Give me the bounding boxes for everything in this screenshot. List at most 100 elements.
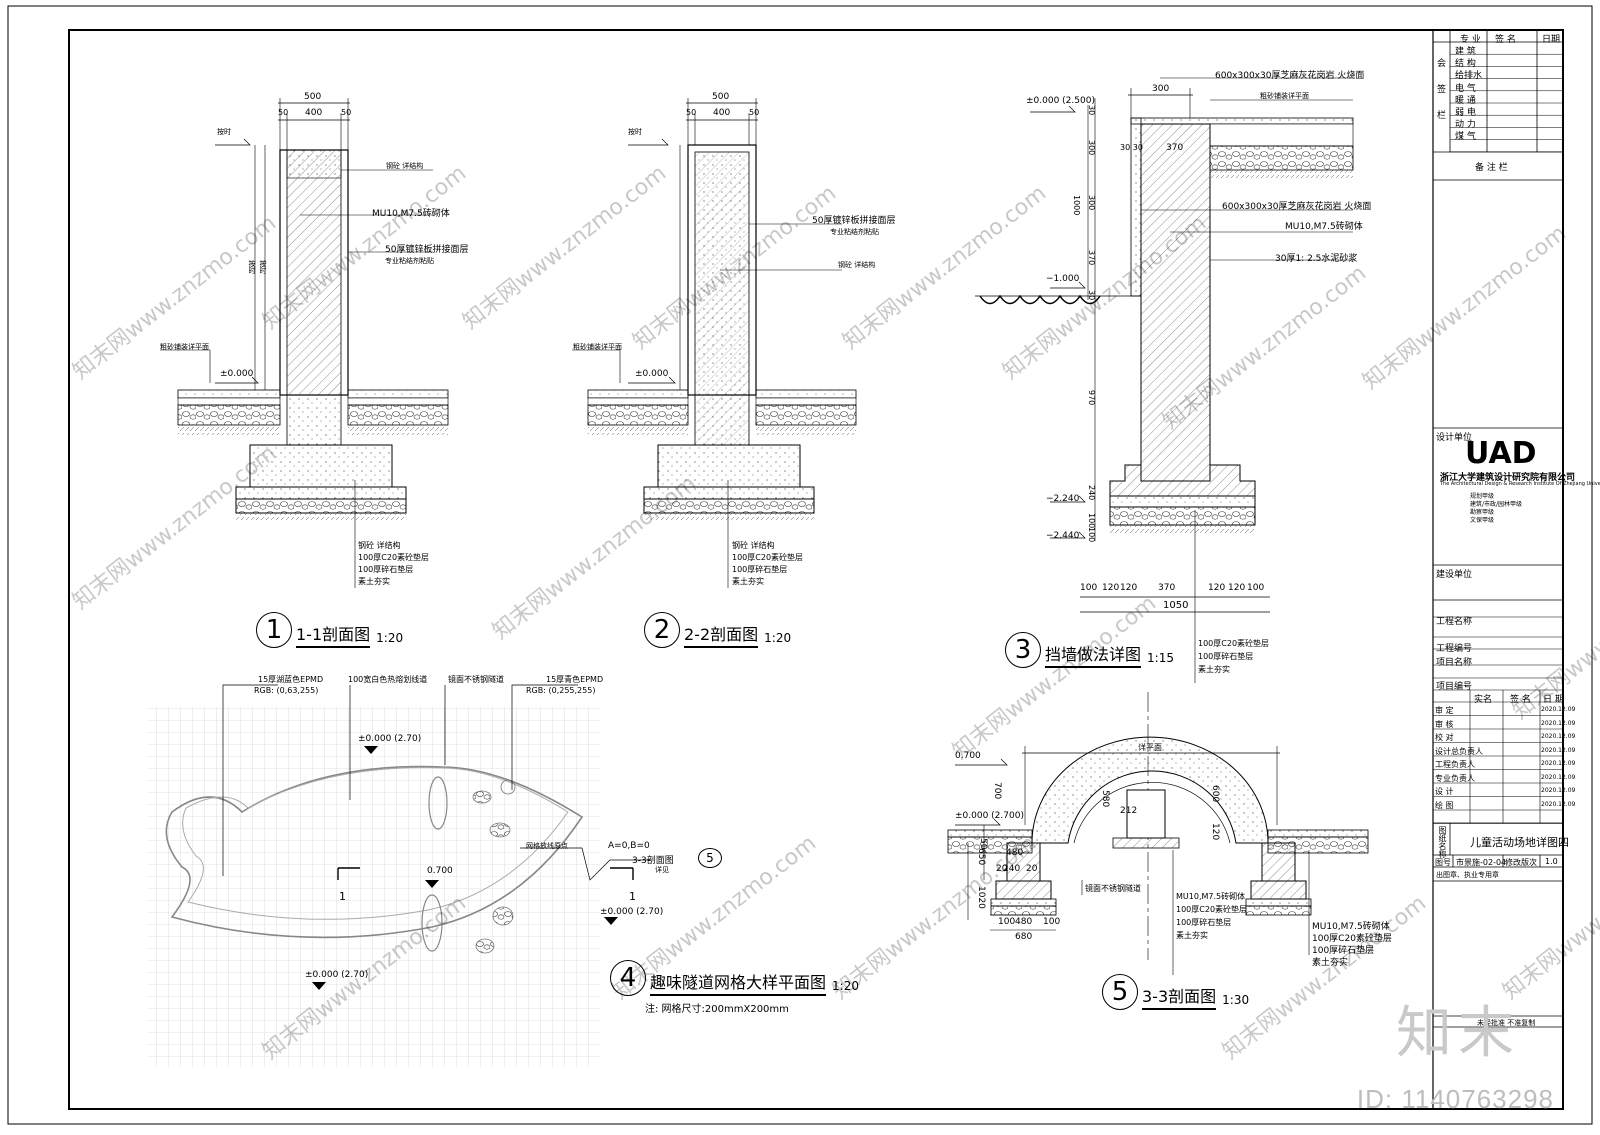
sign-date: 2020.12.09 [1541, 800, 1576, 808]
dim-label: 50 [749, 108, 760, 117]
detail-ref-circle: 5 [698, 848, 722, 868]
dim-label: 370 [1166, 143, 1184, 153]
label: 网格放线原点 [526, 842, 568, 850]
note: 50厚镀锌板拼接面层 [385, 245, 469, 255]
bottom-note: 素土夯实 [358, 577, 390, 586]
dim-label: 680 [1015, 932, 1033, 942]
note: 钢砼 详结构 [838, 261, 876, 269]
dim-label: 1000 [1072, 195, 1081, 216]
dim-label: 300 [1087, 195, 1096, 211]
cosign-discipline: 结 构 [1455, 59, 1476, 70]
note: 600x300x30厚芝麻灰花岗岩 火烧面 [1222, 202, 1372, 212]
dim-label: 480 [1015, 917, 1033, 927]
dim-label: 212 [1120, 806, 1138, 816]
vertical-label: 按时 [248, 260, 256, 274]
field-item-number: 项目编号 [1436, 682, 1473, 692]
dim-label: 30 [1087, 105, 1096, 116]
note: 100厚C20素砼垫层 [1176, 905, 1248, 914]
dim-label: 600 [1210, 785, 1220, 803]
note: 100厚碎石垫层 [1312, 946, 1375, 956]
dim-label: 50 [278, 108, 289, 117]
dim-label: 120 [1102, 583, 1120, 593]
dim-label: 970 [1087, 390, 1096, 406]
client-label: 建设单位 [1436, 570, 1473, 580]
dim-label: 700 [992, 782, 1002, 800]
section-2-2 [572, 98, 857, 588]
diagram-title-text: 1-1剖面图 [296, 621, 371, 648]
sign-role: 工程负责人 [1435, 760, 1475, 769]
note: 50厚镀锌板拼接面层 [812, 216, 896, 226]
sign-date: 2020.12.09 [1541, 719, 1576, 727]
revision: 1.0 [1545, 857, 1558, 866]
retaining-wall-detail [975, 77, 1354, 683]
field-item-name: 项目名称 [1436, 658, 1473, 668]
note: MU10,M7.5砖砌体 [1285, 222, 1363, 232]
cert-line: 文保甲级 [1470, 517, 1495, 524]
label: RGB: (0,255,255) [526, 686, 596, 695]
note: 粗砂铺装详平面 [1260, 92, 1309, 100]
dim-label: 20 [996, 864, 1008, 874]
watermark-tile: 知末网www.znzmo.com [1358, 221, 1571, 395]
dim-label: 100 [1080, 583, 1098, 593]
note: 素土夯实 [1176, 931, 1208, 940]
note: 素土夯实 [1312, 958, 1349, 968]
sign-role: 设计总负责人 [1435, 746, 1483, 756]
remarks-label: 备 注 栏 [1475, 163, 1508, 173]
dim-label: 370 [1087, 250, 1096, 266]
drawing-no: 市景施-02-04 [1456, 858, 1507, 867]
dim-label: 30 30 [1120, 143, 1143, 152]
diagram-scale: 1:20 [764, 631, 792, 645]
bottom-note: 未经批准 不准复制 [1477, 1019, 1536, 1027]
revision-label: 修改版次 [1505, 858, 1537, 867]
dim-label: 100 [1247, 583, 1265, 593]
vertical-label: 按时 [259, 260, 267, 274]
level: −2.240 [1046, 494, 1080, 504]
dim-total: 1050 [1163, 600, 1189, 611]
grid-note: 注: 网格尺寸:200mmX200mm [645, 1004, 789, 1015]
sign-date: 2020.12.09 [1541, 706, 1576, 713]
cosign-discipline: 电 气 [1455, 83, 1476, 94]
bottom-note: 100厚碎石垫层 [732, 565, 788, 574]
section-1-1 [160, 98, 449, 588]
bottom-note: 钢砼 详结构 [358, 541, 401, 550]
dim-label: 50 [686, 108, 697, 117]
bottom-note: 100厚C20素砼垫层 [732, 553, 804, 562]
dim-label: 120 [1120, 583, 1138, 593]
dim-label: 300 [1087, 140, 1096, 156]
note: 粗砂铺装详平面 [573, 343, 622, 351]
note: 100厚C20素砼垫层 [1312, 934, 1392, 944]
dim-label: 500 [304, 92, 322, 102]
dim-label: 400 [713, 108, 731, 118]
cosign-discipline: 煤 气 [1455, 132, 1476, 143]
note: 600x300x30厚芝麻灰花岗岩 火烧面 [1215, 71, 1365, 81]
cut-label: 1 [339, 890, 346, 903]
level: −1.000 [1046, 274, 1080, 284]
diagram-number-circle: 1 [256, 612, 292, 648]
diagram-title-text: 挡墙做法详图 [1045, 641, 1142, 668]
label: 详见 [655, 866, 669, 874]
note: 30厚1: 2.5水泥砂浆 [1275, 254, 1358, 264]
dim-label: 50 [341, 108, 352, 117]
sign-header-sign: 签 名 [1510, 695, 1531, 705]
label: 15厚湖蓝色EPMD [258, 675, 324, 684]
dim-label: 580 [1100, 790, 1110, 808]
note: 100厚碎石垫层 [1176, 918, 1232, 927]
diagram-scale: 1:15 [1147, 651, 1174, 665]
dim-label: 20 [1026, 864, 1038, 874]
cosign-discipline: 动 力 [1455, 120, 1476, 131]
note: 镜面不锈钢隧道 [1085, 884, 1141, 893]
cosign-side-label: 会 [1437, 59, 1447, 69]
dim-label: 100 [1087, 513, 1096, 529]
level-mark: 按时 [628, 128, 642, 136]
note: 专业粘结剂粘贴 [830, 228, 879, 236]
level: ±0.000 (2.700) [955, 811, 1024, 821]
cosign-side-label: 栏 [1437, 111, 1447, 121]
cosign-header-discipline: 专 业 [1460, 35, 1481, 45]
sign-header-date: 日 期 [1543, 695, 1564, 705]
diagram-number-circle: 4 [610, 960, 646, 996]
dim-label: 500 [712, 92, 730, 102]
dim-label: 120 [1208, 583, 1226, 593]
